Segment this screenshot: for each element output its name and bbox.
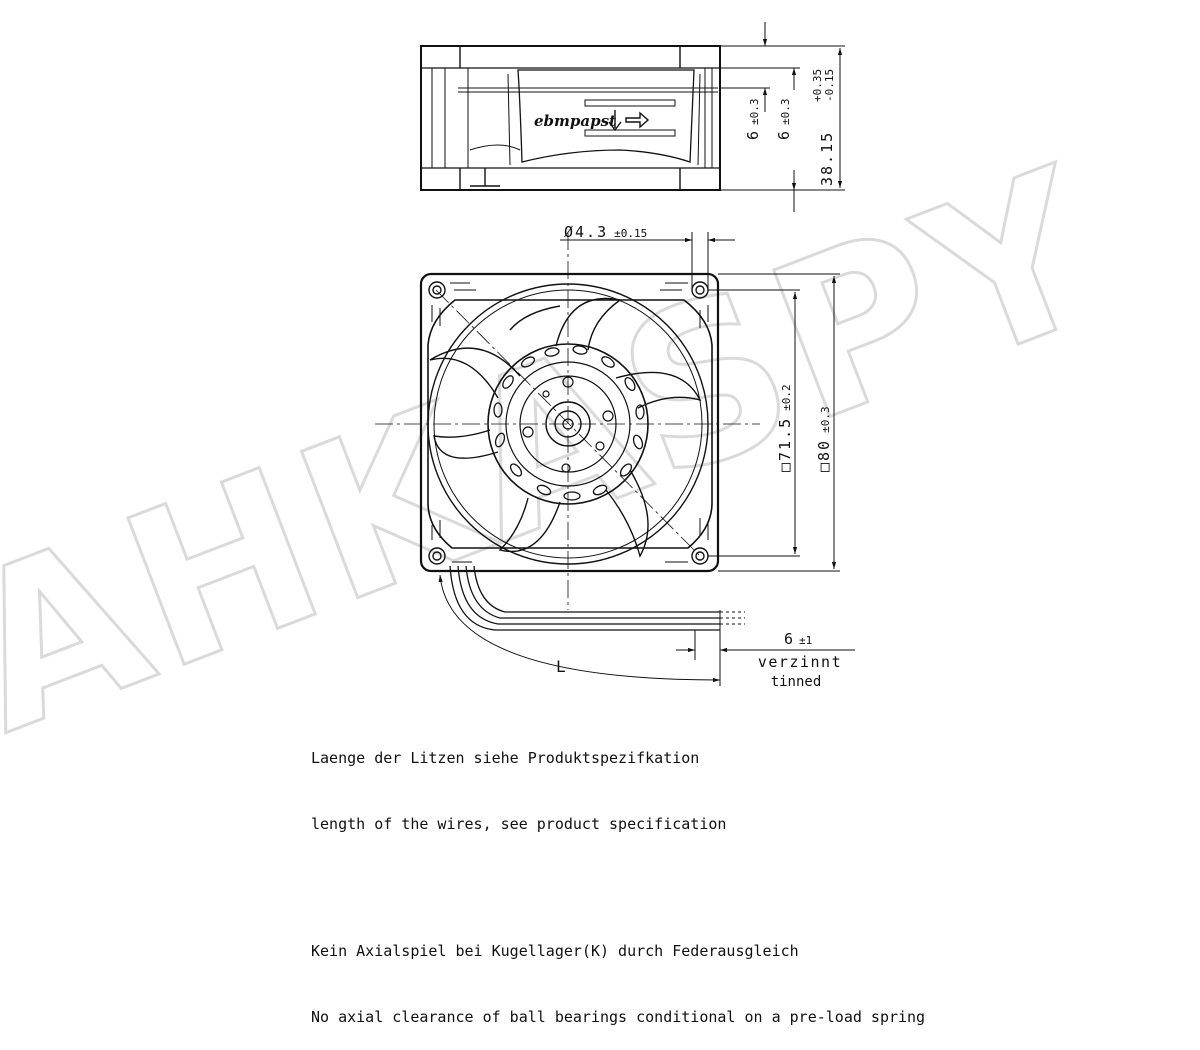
dim-height-tol-lower: -0.15	[823, 69, 836, 102]
note-gap	[311, 879, 925, 896]
fan-blades	[429, 297, 702, 558]
dim-hole-pitch-tol: ±0.2	[780, 384, 793, 411]
note-bearing-en: No axial clearance of ball bearings cond…	[311, 1008, 926, 1026]
watermark: AHKASPY	[0, 119, 1135, 783]
dim-hole-pitch-value: □71.5	[776, 417, 794, 472]
strip-label-en: tinned	[771, 674, 822, 690]
dim-strip-value: 6	[784, 630, 793, 648]
front-view-dimensions	[438, 232, 855, 686]
dim-top-tol: ±0.3	[779, 98, 792, 125]
side-view-housing	[420, 45, 721, 191]
notes-block: Laenge der Litzen siehe Produktspezifkat…	[311, 703, 925, 1050]
dim-strip-tol: ±1	[799, 634, 812, 647]
dim-top-small: 6 ±0.3	[744, 98, 762, 140]
dim-top-value: 6	[775, 131, 793, 140]
note-wire-length-de: Laenge der Litzen siehe Produktspezifkat…	[311, 749, 700, 767]
dim-height-tol-upper: +0.35	[811, 69, 824, 102]
svg-text:6±0.3: 6 ±0.3	[775, 98, 793, 140]
dim-height: 38.15 +0.35 -0.15	[811, 69, 836, 186]
svg-text:□80±0.3: □80 ±0.3	[815, 406, 833, 472]
dim-top-small-value: 6	[744, 131, 762, 140]
dim-height-value: 38.15	[818, 131, 836, 186]
dim-top-small-tol: ±0.3	[748, 98, 761, 125]
side-view	[420, 45, 721, 191]
side-view-rotor	[517, 69, 695, 163]
fan-frame	[419, 272, 720, 573]
note-wire-length-en: length of the wires, see product specifi…	[311, 815, 727, 833]
dim-strip: 6 ±1	[784, 630, 812, 648]
note-bearing-de: Kein Axialspiel bei Kugellager(K) durch …	[311, 942, 799, 960]
fan-shroud	[427, 299, 713, 549]
dim-hole-pitch: □71.5 ±0.2	[776, 384, 794, 472]
dim-frame-tol: ±0.3	[819, 406, 832, 433]
dim-hole-tol: ±0.15	[614, 227, 647, 240]
airflow-arrows-icon	[608, 110, 650, 132]
dim-frame-value: □80	[815, 439, 833, 472]
dim-hole-value: Ø4.3	[564, 223, 608, 241]
hub-slots	[493, 345, 645, 501]
brand-logo: ebmpapst	[534, 112, 616, 130]
side-view-dimensions	[720, 22, 845, 212]
length-label: L	[556, 657, 566, 676]
dim-frame: □80 ±0.3	[815, 406, 833, 472]
fan-hub	[487, 343, 649, 505]
svg-text:6±0.3: 6 ±0.3	[744, 98, 762, 140]
strip-label-de: verzinnt	[758, 653, 842, 671]
watermark-text: AHKASPY	[0, 120, 1133, 781]
svg-text:□71.5±0.2: □71.5 ±0.2	[776, 384, 794, 472]
dim-hole: Ø4.3 ±0.15	[564, 223, 647, 241]
technical-drawing: AHKASPY ebmpapst	[0, 22, 1135, 783]
dim-top: 6 ±0.3	[775, 98, 793, 140]
